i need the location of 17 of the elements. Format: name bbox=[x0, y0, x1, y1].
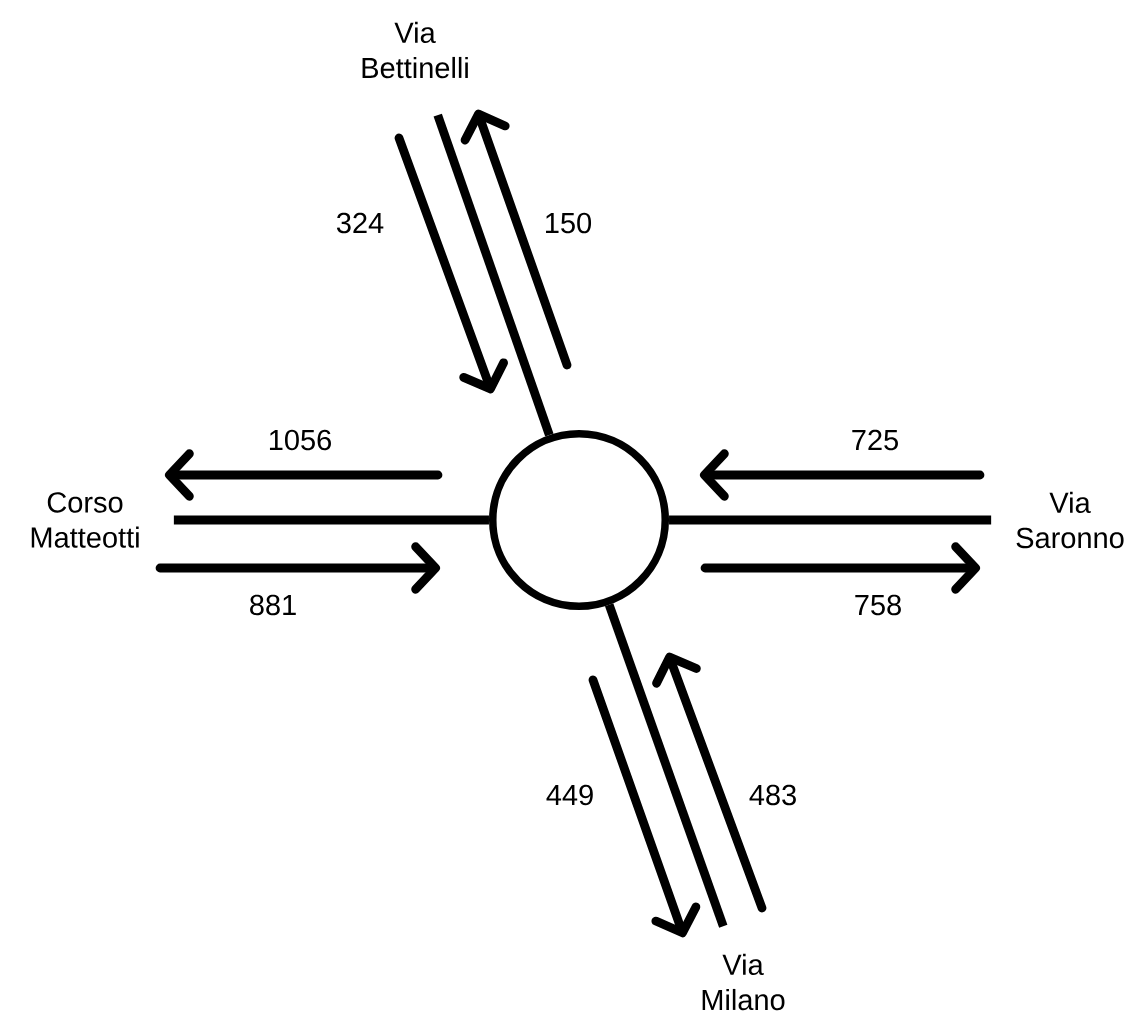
traffic-count: 758 bbox=[855, 594, 901, 616]
street-name: Via Bettinelli bbox=[362, 21, 468, 79]
traffic-count: 1056 bbox=[269, 429, 331, 451]
traffic-count: 449 bbox=[546, 784, 593, 806]
traffic-count: 483 bbox=[749, 784, 796, 806]
traffic-count: 881 bbox=[250, 594, 296, 616]
street-name: Via Saronno bbox=[1016, 491, 1124, 549]
roundabout-circle bbox=[489, 429, 670, 610]
traffic-count: 725 bbox=[852, 429, 898, 451]
road-line bbox=[669, 515, 992, 525]
traffic-count: 324 bbox=[336, 212, 384, 234]
road-line bbox=[605, 603, 728, 928]
traffic-count: 150 bbox=[546, 212, 592, 234]
road-line bbox=[173, 515, 489, 525]
road-line bbox=[433, 113, 554, 437]
street-name: Corso Matteotti bbox=[31, 492, 139, 548]
street-name: Via Milano bbox=[702, 953, 785, 1011]
